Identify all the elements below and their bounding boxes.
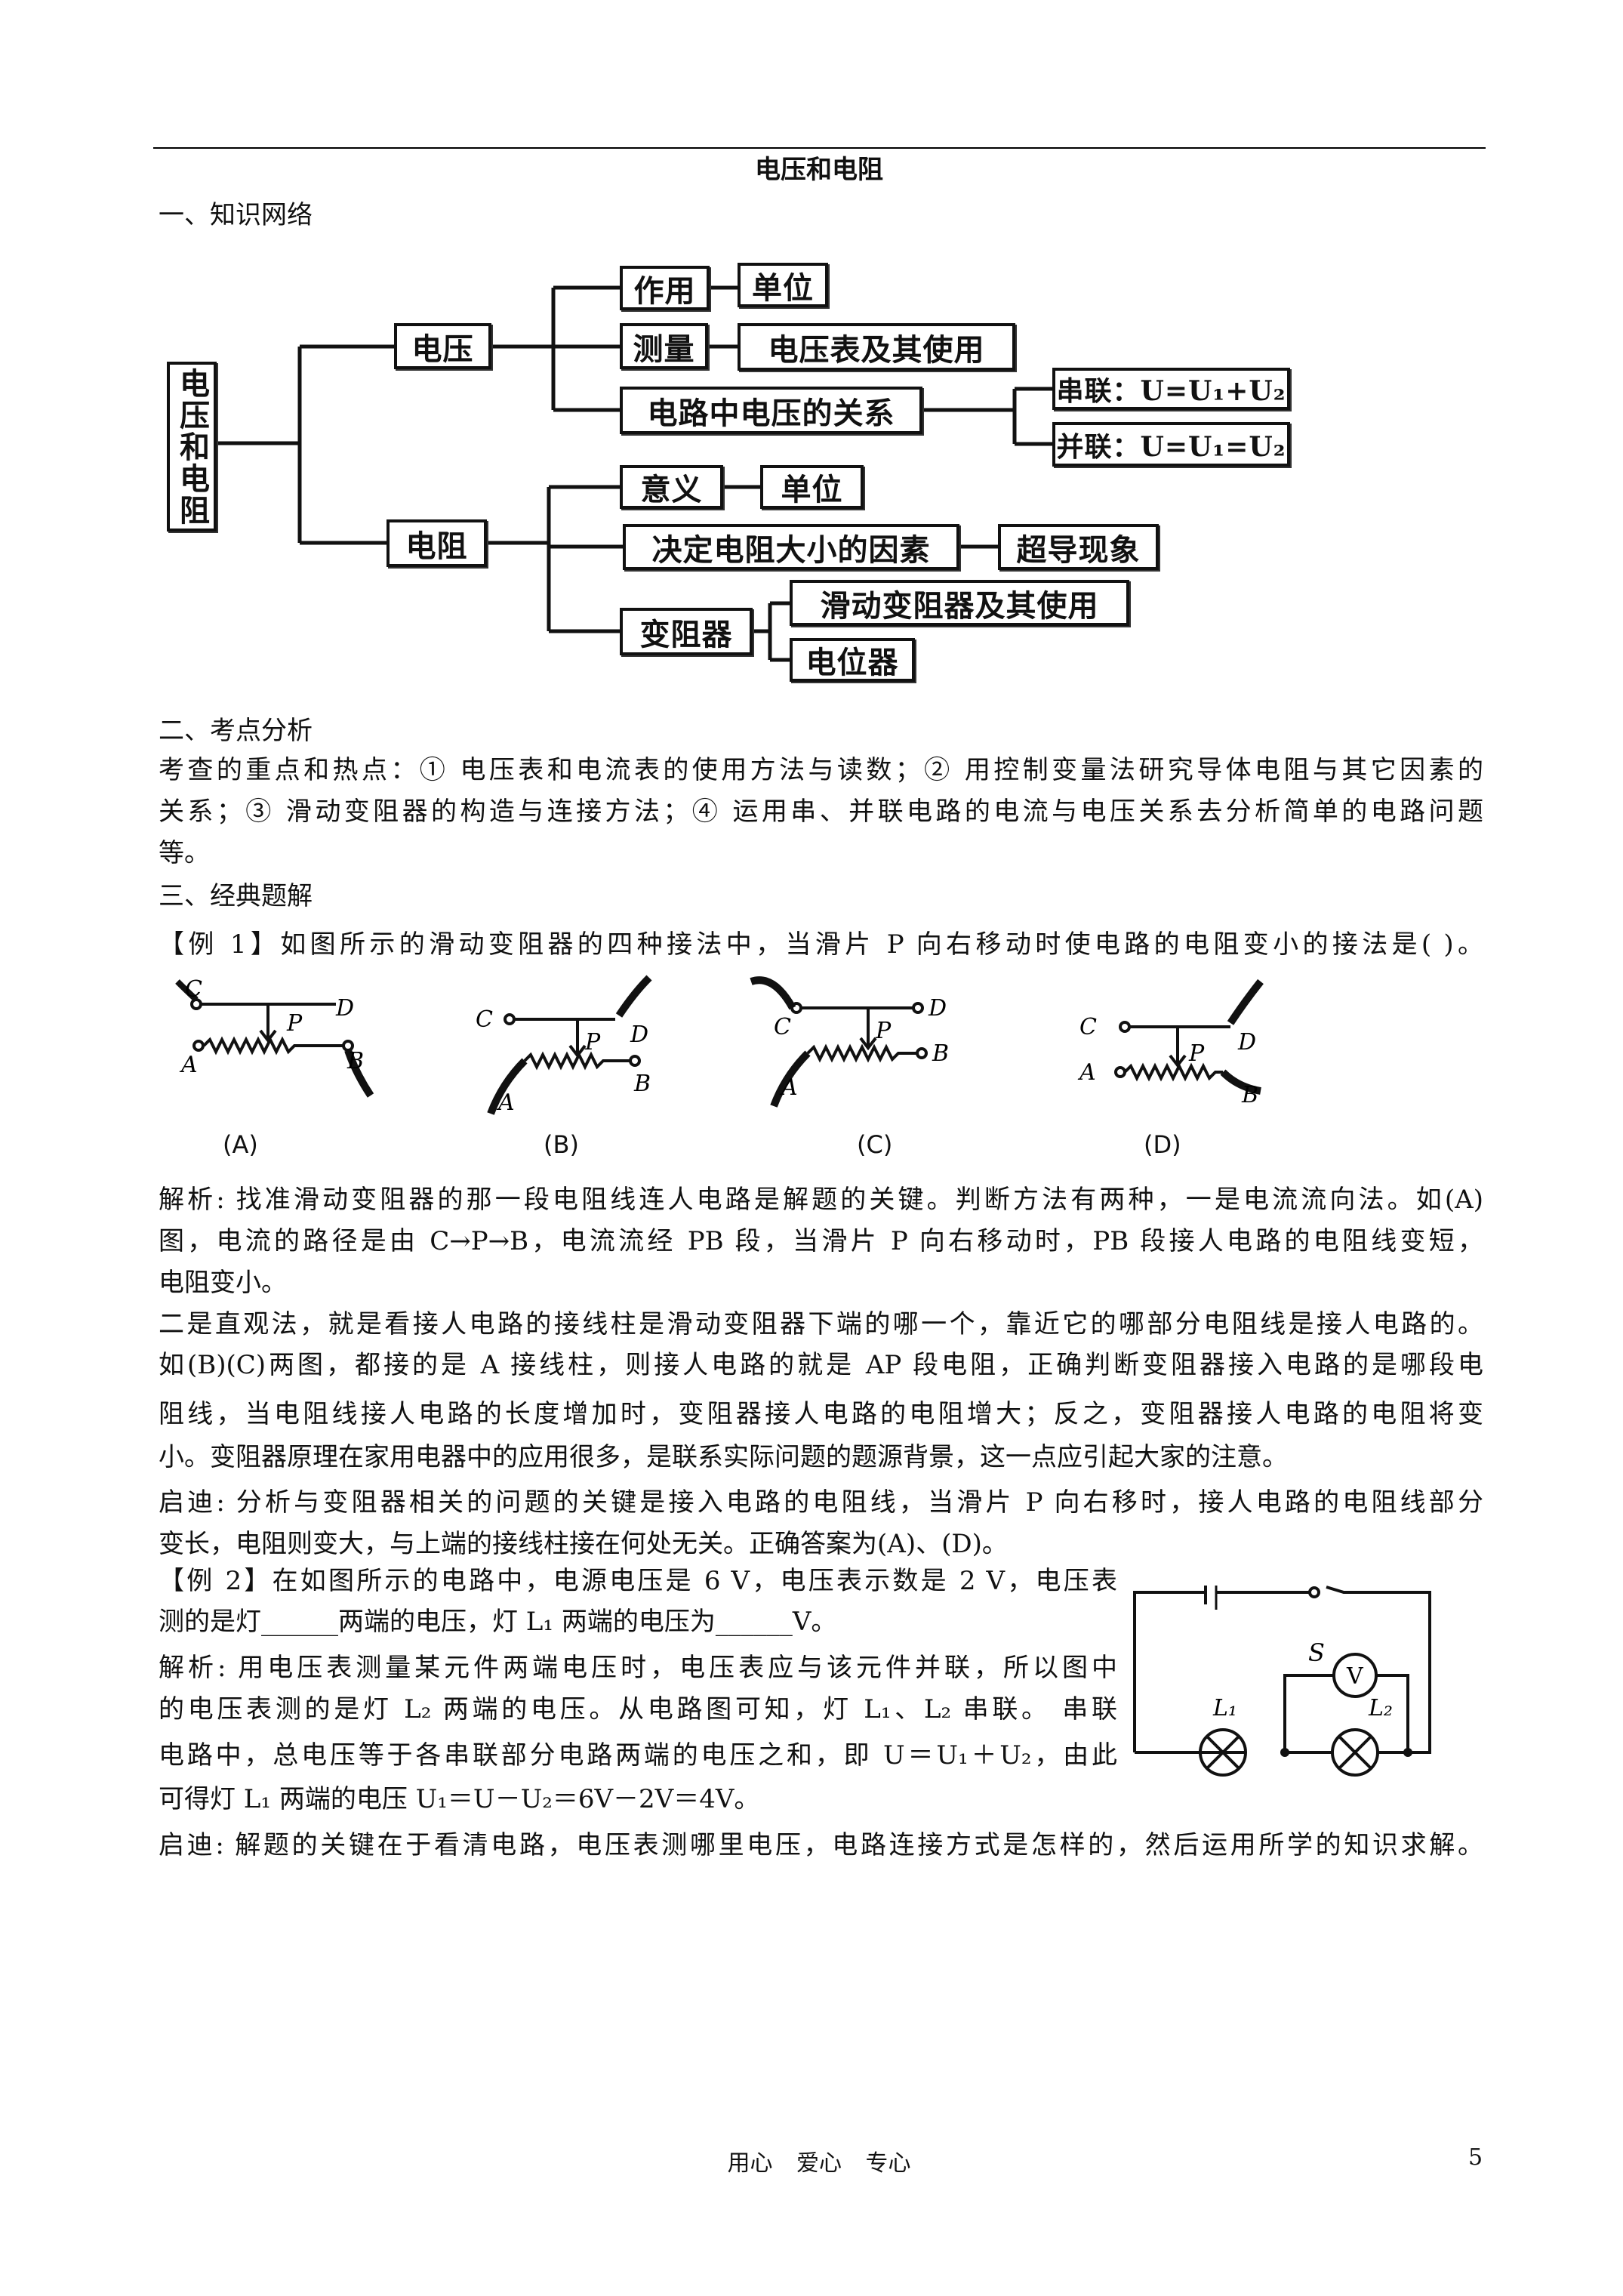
terminal-p: P bbox=[1188, 1040, 1205, 1067]
example1-analysis-line: 解析: 找准滑动变阻器的那一段电阻线连人电路是解题的关键。判断方法有两种，一是电… bbox=[159, 1185, 1483, 1215]
example2-line: 可得灯 L₁ 两端的电压 U₁＝U－U₂＝6V－2V＝4V。 bbox=[159, 1784, 760, 1814]
map-voltage: 电压 bbox=[394, 323, 491, 369]
terminal-d: D bbox=[928, 995, 947, 1022]
map-r-unit: 单位 bbox=[760, 465, 864, 509]
map-resistance: 电阻 bbox=[387, 519, 487, 567]
example2-line: 测的是灯______两端的电压，灯 L₁ 两端的电压为______V。 bbox=[159, 1607, 837, 1637]
map-v-parallel: 并联：U=U₁=U₂ bbox=[1052, 422, 1290, 467]
page-number: 5 bbox=[1468, 2144, 1483, 2171]
terminal-b: B bbox=[633, 1071, 651, 1097]
example1-hint-line: 变长，电阻则变大，与上端的接线柱接在何处无关。正确答案为(A)、(D)。 bbox=[159, 1529, 1008, 1559]
map-r-potentiometer: 电位器 bbox=[790, 638, 915, 682]
map-v-series: 串联：U=U₁+U₂ bbox=[1052, 368, 1290, 410]
map-v-relation: 电路中电压的关系 bbox=[620, 387, 922, 434]
terminal-c: C bbox=[774, 1014, 791, 1040]
concept-map-connectors bbox=[217, 285, 1052, 662]
example2-hint-line: 启迪: 解题的关键在于看清电路，电压表测哪里电压，电路连接方式是怎样的，然后运用… bbox=[159, 1830, 1483, 1860]
terminal-a: A bbox=[496, 1089, 515, 1116]
voltmeter-label: V bbox=[1346, 1663, 1364, 1690]
example2-line: 的电压表测的是灯 L₂ 两端的电压。从电路图可知，灯 L₁、L₂ 串联。 串联 bbox=[159, 1694, 1117, 1724]
example1-analysis-line: 图，电流的路径是由 C→P→B，电流流经 PB 段，当滑片 P 向右移动时，PB… bbox=[159, 1226, 1483, 1256]
terminal-b: B bbox=[346, 1048, 364, 1074]
section3-heading: 三、经典题解 bbox=[159, 881, 313, 911]
terminal-a: A bbox=[779, 1074, 798, 1101]
example1-analysis-line: 电阻变小。 bbox=[159, 1268, 287, 1298]
section2-line: 关系；③ 滑动变阻器的构造与连接方法；④ 运用串、并联电路的电流与电压关系去分析… bbox=[159, 797, 1483, 827]
terminal-b: B bbox=[932, 1040, 949, 1067]
section2-heading: 二、考点分析 bbox=[159, 716, 313, 746]
terminal-p: P bbox=[875, 1018, 892, 1044]
map-r-superconduct: 超导现象 bbox=[998, 524, 1159, 570]
example1-question: 【例 1】如图所示的滑动变阻器的四种接法中，当滑片 P 向右移动时使电路的电阻变… bbox=[159, 929, 1483, 960]
rheostat-figure-b: C D P A B bbox=[476, 975, 652, 1116]
terminal-a: A bbox=[179, 1052, 198, 1078]
terminal-p: P bbox=[584, 1029, 601, 1056]
terminal-c: C bbox=[185, 976, 202, 1003]
switch-label: S bbox=[1308, 1638, 1325, 1667]
rheostat-figure-a: C D P A B bbox=[175, 976, 374, 1098]
footer-motto: 用心 爱心 专心 bbox=[727, 2150, 911, 2177]
map-v-unit: 单位 bbox=[738, 263, 828, 307]
example1-analysis-line: 阻线，当电阻线接人电路的长度增加时，变阻器接人电路的电阻增大；反之，变阻器接人电… bbox=[159, 1399, 1483, 1429]
example1-analysis-line: 二是直观法，就是看接人电路的接线柱是滑动变阻器下端的哪一个，靠近它的哪部分电阻线… bbox=[159, 1309, 1483, 1339]
map-v-role: 作用 bbox=[620, 266, 710, 310]
example1-analysis-line: 如(B)(C)两图，都接的是 A 接线柱，则接人电路的就是 AP 段电阻，正确判… bbox=[159, 1350, 1483, 1380]
figure-label-c: (C) bbox=[857, 1130, 893, 1159]
lamp1-label: L₁ bbox=[1212, 1695, 1237, 1721]
section2-line: 等。 bbox=[159, 838, 210, 868]
terminal-b: B bbox=[1241, 1082, 1258, 1108]
terminal-d: D bbox=[630, 1022, 648, 1048]
example2-line: 【例 2】在如图所示的电路中，电源电压是 6 V，电压表示数是 2 V，电压表 bbox=[159, 1566, 1117, 1596]
figure-label-a: (A) bbox=[223, 1130, 258, 1159]
figure-label-b: (B) bbox=[544, 1130, 579, 1159]
map-r-meaning: 意义 bbox=[620, 465, 723, 509]
map-root: 电压和电阻 bbox=[167, 362, 217, 532]
map-r-rheostat: 变阻器 bbox=[620, 608, 753, 655]
lamp2-label: L₂ bbox=[1368, 1695, 1393, 1721]
example2-line: 电路中，总电压等于各串联部分电路两端的电压之和，即 U＝U₁＋U₂，由此 bbox=[159, 1740, 1117, 1771]
section2-line: 考查的重点和热点：① 电压表和电流表的使用方法与读数；② 用控制变量法研究导体电… bbox=[159, 755, 1483, 785]
rheostat-figure-d: C D P A B bbox=[1077, 978, 1264, 1108]
page-title: 电压和电阻 bbox=[755, 155, 883, 185]
rheostat-figure-c: C D P A B bbox=[750, 976, 949, 1108]
terminal-d: D bbox=[335, 995, 354, 1022]
header-rule bbox=[153, 147, 1486, 149]
circuit-diagram: S V L₁ L₂ bbox=[1133, 1586, 1431, 1777]
map-r-slide-rheostat: 滑动变阻器及其使用 bbox=[790, 580, 1129, 626]
map-r-factors: 决定电阻大小的因素 bbox=[623, 524, 959, 570]
section1-heading: 一、知识网络 bbox=[159, 200, 313, 230]
terminal-c: C bbox=[476, 1006, 493, 1033]
terminal-c: C bbox=[1079, 1014, 1097, 1040]
terminal-d: D bbox=[1237, 1029, 1256, 1056]
map-v-meter: 电压表及其使用 bbox=[738, 323, 1015, 371]
figure-label-d: (D) bbox=[1144, 1130, 1181, 1159]
map-v-measure: 测量 bbox=[620, 323, 708, 369]
terminal-a: A bbox=[1077, 1059, 1096, 1086]
example1-hint-line: 启迪: 分析与变阻器相关的问题的关键是接入电路的电阻线，当滑片 P 向右移时，接… bbox=[159, 1487, 1483, 1518]
terminal-p: P bbox=[286, 1010, 303, 1037]
example1-analysis-line: 小。变阻器原理在家用电器中的应用很多，是联系实际问题的题源背景，这一点应引起大家… bbox=[159, 1442, 1288, 1472]
example2-line: 解析: 用电压表测量某元件两端电压时，电压表应与该元件并联，所以图中 bbox=[159, 1653, 1117, 1683]
